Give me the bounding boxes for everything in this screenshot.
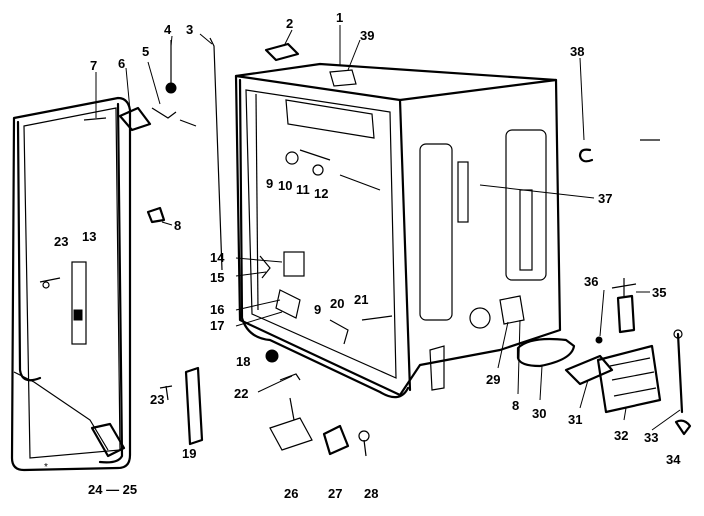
label-6: 6 [118, 56, 125, 71]
leader-lines [95, 25, 681, 431]
label-18: 18 [236, 354, 250, 369]
label-8: 8 [174, 218, 181, 233]
label-37: 37 [598, 191, 612, 206]
label-10: 10 [278, 178, 292, 193]
label-32: 32 [614, 428, 628, 443]
label-11: 11 [296, 182, 310, 197]
label-33: 33 [644, 430, 658, 445]
star-mark: * [44, 462, 48, 473]
label-19: 19 [182, 446, 196, 461]
right-components [516, 148, 692, 436]
part-labels: 1 2 39 3 4 5 6 7 38 9 10 11 12 37 8 23 1… [54, 10, 681, 501]
label-7: 7 [90, 58, 97, 73]
label-23b: 23 [150, 392, 164, 407]
label-30: 30 [532, 406, 546, 421]
label-21: 21 [354, 292, 368, 307]
label-34: 34 [666, 452, 681, 467]
label-20: 20 [330, 296, 344, 311]
label-4: 4 [164, 22, 172, 37]
label-22: 22 [234, 386, 248, 401]
label-24-25: 24 — 25 [88, 482, 137, 497]
label-8b: 8 [512, 398, 519, 413]
label-23a: 23 [54, 234, 68, 249]
label-3: 3 [186, 22, 193, 37]
label-15: 15 [210, 270, 224, 285]
label-9b: 9 [314, 302, 321, 317]
label-29: 29 [486, 372, 500, 387]
label-17: 17 [210, 318, 224, 333]
label-13: 13 [82, 229, 96, 244]
label-28: 28 [364, 486, 378, 501]
label-26: 26 [284, 486, 298, 501]
label-12: 12 [314, 186, 328, 201]
label-2: 2 [286, 16, 293, 31]
label-31: 31 [568, 412, 582, 427]
label-1: 1 [336, 10, 343, 25]
label-9: 9 [266, 176, 273, 191]
label-16: 16 [210, 302, 224, 317]
label-27: 27 [328, 486, 342, 501]
label-39: 39 [360, 28, 374, 43]
label-35: 35 [652, 285, 666, 300]
label-38: 38 [570, 44, 584, 59]
label-36: 36 [584, 274, 598, 289]
label-5: 5 [142, 44, 149, 59]
door-panel [10, 96, 132, 472]
small-parts [83, 37, 660, 457]
label-14: 14 [210, 250, 225, 265]
tub-assembly [234, 62, 562, 399]
